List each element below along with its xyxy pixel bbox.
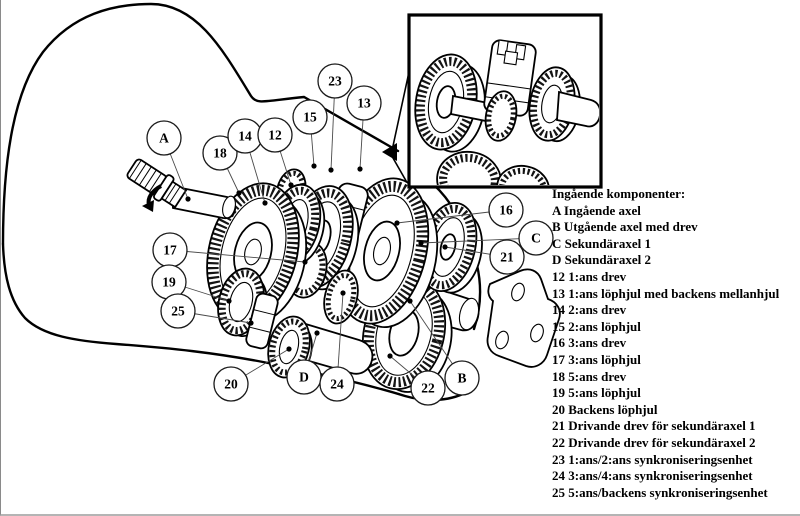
callout-dot-A (185, 196, 191, 202)
callout-dot-15 (311, 163, 317, 169)
callout-C: C (418, 220, 554, 256)
callout-B: B (407, 298, 480, 396)
callout-17: 17 (152, 232, 308, 268)
inset-detail-box (407, 13, 603, 189)
legend-item-24: 24 3:ans/4:ans synkroniseringsenhet (552, 468, 753, 484)
svg-text:22: 22 (421, 381, 435, 396)
legend-item-23: 23 1:ans/2:ans synkroniseringsenhet (552, 451, 753, 467)
callout-D: D (286, 330, 322, 395)
callout-dot-19 (226, 298, 232, 304)
svg-text:14: 14 (238, 129, 252, 144)
svg-text:C: C (531, 231, 541, 246)
callout-dot-23 (328, 167, 334, 173)
callout-25: 25 (160, 293, 254, 329)
svg-text:17: 17 (163, 243, 177, 258)
callout-13: 13 (346, 85, 382, 172)
svg-text:25: 25 (171, 304, 185, 319)
svg-text:A: A (159, 131, 169, 146)
legend-item-19: 19 5:ans löphjul (552, 385, 641, 401)
legend-item-15: 15 2:ans löphjul (552, 318, 641, 334)
legend-item-16: 16 3:ans drev (552, 335, 627, 351)
svg-text:15: 15 (303, 110, 317, 125)
legend-item-21: 21 Drivande drev för sekundäraxel 1 (552, 418, 756, 434)
svg-text:23: 23 (328, 74, 342, 89)
legend-item-14: 14 2:ans drev (552, 302, 627, 318)
callout-12: 12 (257, 117, 294, 188)
callout-dot-12 (288, 182, 294, 188)
callout-22: 22 (387, 353, 446, 406)
callout-dot-21 (442, 244, 448, 250)
callout-dot-17 (302, 259, 308, 265)
legend-item-B: B Utgående axel med drev (552, 219, 698, 235)
callout-24: 24 (319, 290, 355, 402)
callout-dot-22 (387, 353, 393, 359)
callout-dot-C (418, 240, 424, 246)
callout-21: 21 (442, 239, 525, 275)
legend-title: Ingående komponenter: (552, 186, 686, 201)
svg-text:24: 24 (330, 377, 344, 392)
svg-text:13: 13 (357, 96, 371, 111)
callout-18: 18 (202, 135, 242, 196)
legend-item-12: 12 1:ans drev (552, 268, 627, 284)
legend-item-18: 18 5:ans drev (552, 368, 627, 384)
secondary-shaft-2-cluster (217, 267, 374, 379)
callout-dot-20 (286, 346, 292, 352)
legend-item-25: 25 5:ans/backens synkroniseringsenhet (552, 484, 768, 500)
svg-text:16: 16 (499, 203, 513, 218)
legend-item-22: 22 Drivande drev för sekundäraxel 2 (552, 434, 756, 450)
callout-20: 20 (213, 346, 292, 402)
callout-dot-16 (394, 220, 400, 226)
legend-item-D: D Sekundäraxel 2 (552, 252, 651, 268)
callout-dot-13 (357, 166, 363, 172)
callout-dot-24 (340, 290, 346, 296)
legend-item-A: A Ingående axel (552, 202, 641, 218)
svg-text:B: B (457, 371, 466, 386)
callout-dot-25 (248, 320, 254, 326)
callout-dot-14 (262, 200, 268, 206)
callout-A: A (146, 120, 191, 202)
svg-text:20: 20 (224, 377, 238, 392)
legend-item-17: 17 3:ans löphjul (552, 351, 641, 367)
callout-15: 15 (292, 99, 328, 169)
svg-text:D: D (299, 370, 309, 385)
svg-text:12: 12 (268, 128, 282, 143)
callout-19: 19 (151, 264, 232, 304)
callout-dot-18 (236, 190, 242, 196)
inset-gears (414, 39, 599, 185)
legend-item-13: 13 1:ans löphjul med backens mellanhjul (552, 285, 780, 301)
callout-23: 23 (317, 63, 353, 173)
callout-16: 16 (394, 192, 524, 228)
callout-dot-D (314, 330, 320, 336)
svg-text:18: 18 (213, 146, 227, 161)
callout-dot-B (407, 298, 413, 304)
svg-text:19: 19 (162, 275, 176, 290)
output-flange (486, 268, 561, 368)
input-shaft (126, 158, 237, 220)
legend-item-20: 20 Backens löphjul (552, 401, 658, 417)
legend-item-C: C Sekundäraxel 1 (552, 235, 651, 251)
svg-text:21: 21 (500, 250, 514, 265)
